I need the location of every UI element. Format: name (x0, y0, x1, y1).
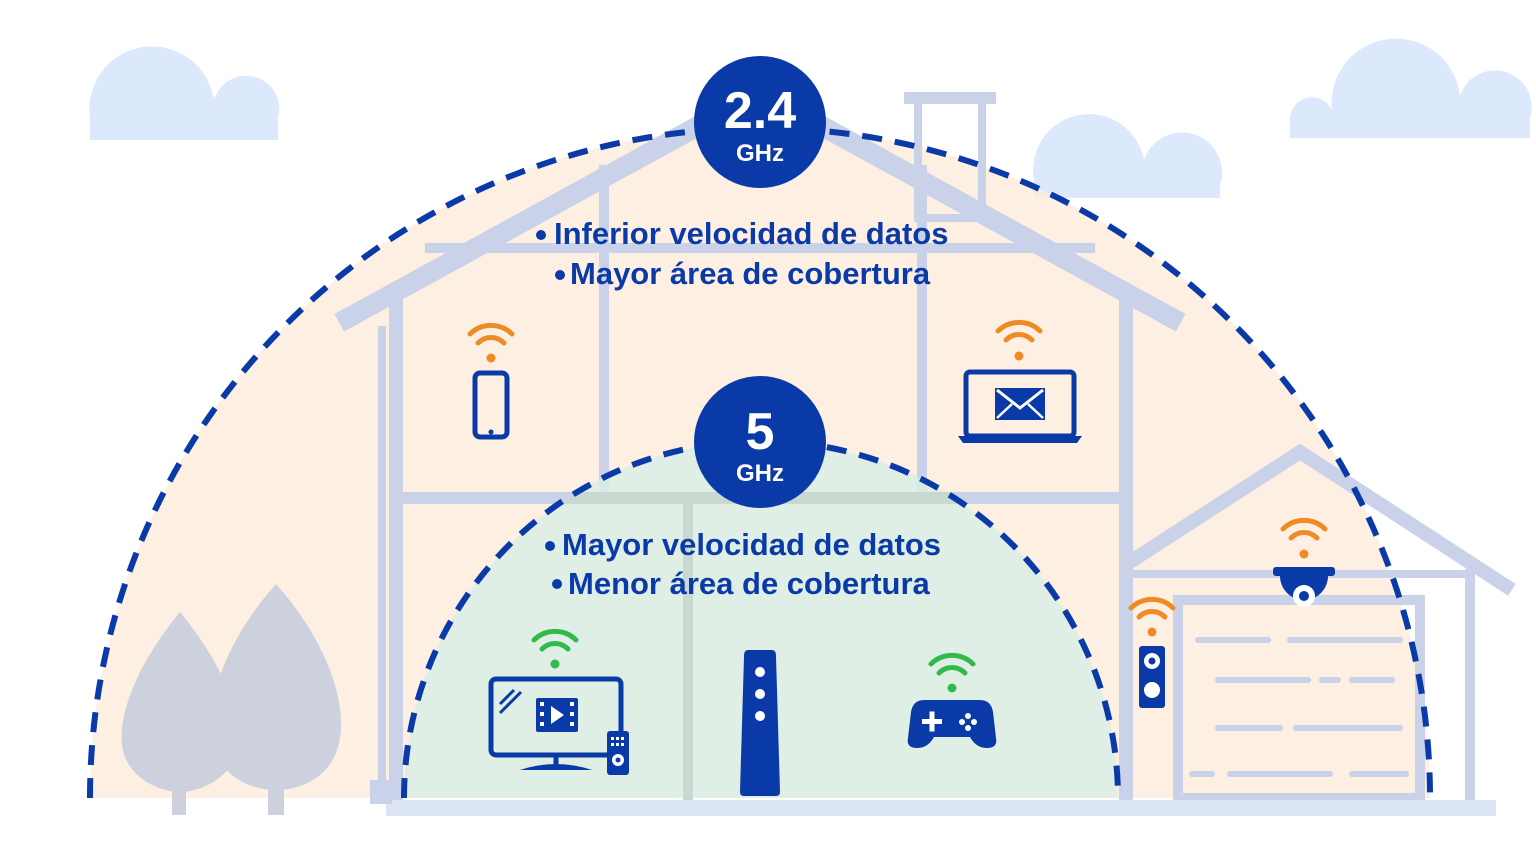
bullets-5ghz: Mayor velocidad de datos Menor área de c… (545, 527, 941, 601)
bullets-24ghz: Inferior velocidad de datos Mayor área d… (536, 216, 948, 291)
bullet-24ghz-speed: Inferior velocidad de datos (554, 216, 948, 251)
bullet-5ghz-coverage: Menor área de cobertura (568, 566, 931, 601)
ground-step (370, 780, 392, 804)
video-doorbell-icon (1128, 596, 1176, 708)
garage-outline (1120, 443, 1516, 803)
wifi-signal-24-icon (467, 322, 515, 346)
laptop-email-icon (958, 319, 1082, 443)
cloud-right-icon (1290, 38, 1532, 138)
router-icon (740, 650, 780, 796)
badge-5ghz-unit: GHz (736, 460, 784, 487)
wifi-signal-5-icon (531, 628, 579, 652)
cloud-middle-icon (1033, 114, 1223, 198)
range-arc-5ghz (401, 438, 1121, 799)
ground-line (386, 800, 1496, 816)
bullet-24ghz-coverage: Mayor área de cobertura (570, 256, 931, 291)
badge-5ghz: 5 GHz (694, 376, 826, 508)
bullet-5ghz-speed: Mayor velocidad de datos (562, 527, 941, 562)
badge-24ghz: 2.4 GHz (694, 56, 826, 188)
smart-tv-icon (488, 628, 629, 775)
cloud-left-icon (89, 46, 280, 140)
game-controller-icon (907, 652, 997, 748)
smartphone-icon (467, 322, 515, 440)
tree-small-icon (121, 612, 239, 815)
badge-24ghz-unit: GHz (736, 140, 784, 167)
badge-24ghz-number: 2.4 (724, 82, 796, 140)
range-arc-24ghz (87, 125, 1433, 799)
tree-large-icon (210, 584, 342, 815)
security-camera-icon (1273, 517, 1335, 607)
badge-5ghz-number: 5 (746, 403, 775, 461)
